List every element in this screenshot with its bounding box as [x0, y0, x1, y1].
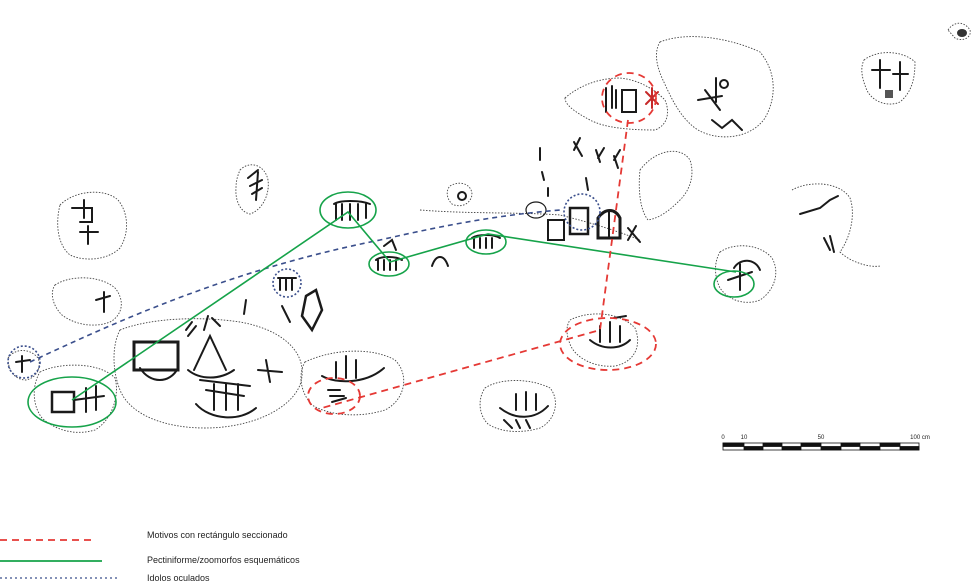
red-oval-bottom: [307, 377, 361, 415]
engraving-bottom-boat: [321, 355, 385, 403]
scale-label-100: 100 cm: [910, 435, 930, 441]
rock-outline-left-mid: [51, 277, 122, 326]
green-oval-small-left: [368, 251, 410, 277]
engraving-left-mid: [95, 291, 111, 313]
rock-outline-bottom-left-big: [113, 318, 303, 429]
scale-label-50: 50: [818, 435, 825, 441]
engravings: [15, 29, 967, 429]
engraving-scattered-marks: [539, 137, 621, 197]
engraving-bottom-left-low: [50, 385, 105, 414]
blue-dashed-arc: [29, 209, 561, 363]
green-oval-small-center: [465, 229, 507, 255]
red-oval-right: [559, 317, 657, 371]
green-oval-bottom-left: [27, 376, 117, 428]
scale-label-10: 10: [741, 435, 748, 441]
rock-outline-far-right-rock: [791, 183, 881, 267]
rock-outline-far-left: [7, 350, 40, 381]
blue-circle-right: [563, 193, 601, 231]
rock-outline-top-right-corner: [947, 22, 971, 41]
rock-outline-bottom-left-low: [33, 364, 117, 433]
pectiforme-connectors: [27, 191, 755, 428]
engraving-anchor-crosses: [697, 77, 743, 131]
engraving-corner-blob: [957, 29, 967, 37]
idolos-oculados-connectors: [7, 193, 601, 379]
green-connector-line: [71, 210, 737, 401]
rock-outline-center-small: [446, 182, 473, 207]
engraving-center-cluster: [525, 201, 641, 243]
scale-bar-segments: [722, 442, 920, 451]
rectangulo-seccionado-connectors: [307, 72, 657, 415]
blue-circle-far-left: [7, 345, 41, 379]
engraving-upper-left-figures: [71, 199, 99, 245]
green-oval-right: [713, 270, 755, 298]
rock-outline-mid-strand: [419, 209, 641, 241]
engraving-boat-cluster: [132, 317, 283, 419]
engraving-top-left-small: [247, 169, 263, 201]
engraving-pectiform-top: [333, 200, 371, 221]
blue-circle-center: [272, 268, 302, 298]
engraving-right-mid: [727, 259, 761, 291]
engraving-tiny-marks: [383, 191, 467, 267]
red-connector-line: [321, 119, 629, 409]
scale-label-0: 0: [721, 435, 725, 441]
legend: Motivos con rectángulo seccionado Pectin…: [0, 530, 300, 583]
engraving-far-right-strand: [799, 195, 839, 253]
engraving-blue-circle-figure: [277, 277, 297, 291]
engraving-top-right-figures: [871, 59, 909, 98]
rock-outline-top-left-small: [235, 164, 269, 215]
legend-label-rectangulo: Motivos con rectángulo seccionado: [147, 530, 288, 540]
legend-label-pectiniforme: Pectiniforme/zoomorfos esquemáticos: [147, 555, 300, 565]
engraving-far-left-small: [15, 355, 31, 373]
engraving-bottom-center-boat: [499, 391, 549, 429]
rock-outlines: [7, 22, 971, 433]
engraving-central-dark: [203, 288, 324, 333]
engraving-red-circle-glyphs: [605, 85, 659, 113]
rock-outline-center-right-hump: [638, 150, 693, 221]
rock-outline-bottom-right-oval: [566, 313, 639, 367]
green-oval-top: [319, 191, 377, 229]
scale-bar: 0 10 50 100 cm: [721, 435, 930, 451]
rock-outline-bottom-center: [479, 380, 556, 432]
red-oval-top: [601, 72, 657, 124]
rock-outline-upper-left: [57, 191, 127, 260]
rock-outline-bottom-boat: [300, 350, 405, 416]
rock-outline-right-mid: [715, 245, 777, 303]
legend-label-idolos: Idolos oculados: [147, 573, 210, 583]
